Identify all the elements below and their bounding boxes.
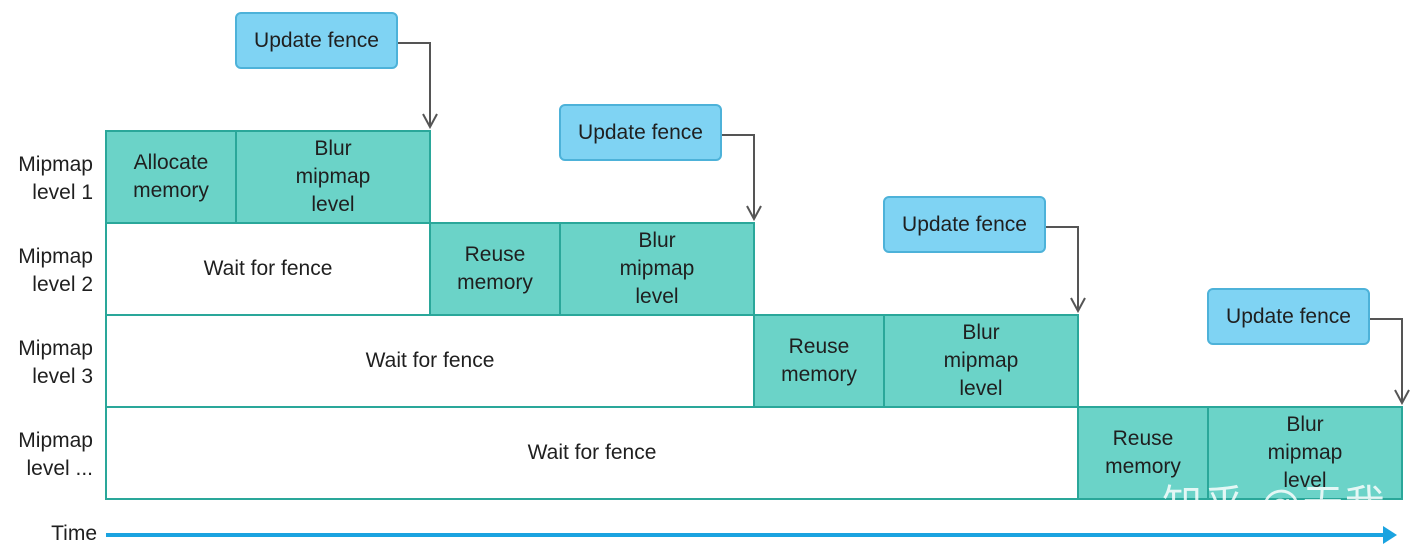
fence-arrow-2-head (746, 205, 762, 222)
update-fence-box-2: Update fence (559, 104, 722, 161)
row-label-level-1: Mipmap level 1 (18, 153, 93, 204)
update-fence-box-3: Update fence (883, 196, 1046, 253)
row-label-level-3: Mipmap level 3 (18, 337, 93, 388)
row-label-level-n: Mipmap level ... (18, 429, 93, 480)
fence-arrow-3-head (1070, 297, 1086, 314)
update-fence-box-1: Update fence (235, 12, 398, 69)
time-arrowhead (1383, 526, 1397, 544)
watermark: 知乎 @无我 (1162, 482, 1387, 528)
wait-for-fence-block-level-n: Wait for fence (105, 406, 1079, 500)
fence-arrow-4 (1370, 318, 1403, 402)
row-label-level-2: Mipmap level 2 (18, 245, 93, 296)
blur-mipmap-block-level-2: Blur mipmap level (559, 222, 755, 316)
reuse-memory-block-level-n: Reuse memory (1077, 406, 1209, 500)
blur-mipmap-block-level-n: Blur mipmap level (1207, 406, 1403, 500)
allocate-memory-block: Allocate memory (105, 130, 237, 224)
update-fence-box-4: Update fence (1207, 288, 1370, 345)
wait-for-fence-block-level-2: Wait for fence (105, 222, 431, 316)
blur-mipmap-block-level-3: Blur mipmap level (883, 314, 1079, 408)
reuse-memory-block-level-2: Reuse memory (429, 222, 561, 316)
fence-arrow-4-head (1394, 389, 1410, 406)
fence-arrow-2 (722, 134, 755, 218)
fence-arrow-1 (398, 42, 431, 126)
time-axis-label: Time (51, 522, 97, 545)
fence-arrow-1-head (422, 113, 438, 130)
blur-mipmap-block-level-1: Blur mipmap level (235, 130, 431, 224)
fence-arrow-3 (1046, 226, 1079, 310)
